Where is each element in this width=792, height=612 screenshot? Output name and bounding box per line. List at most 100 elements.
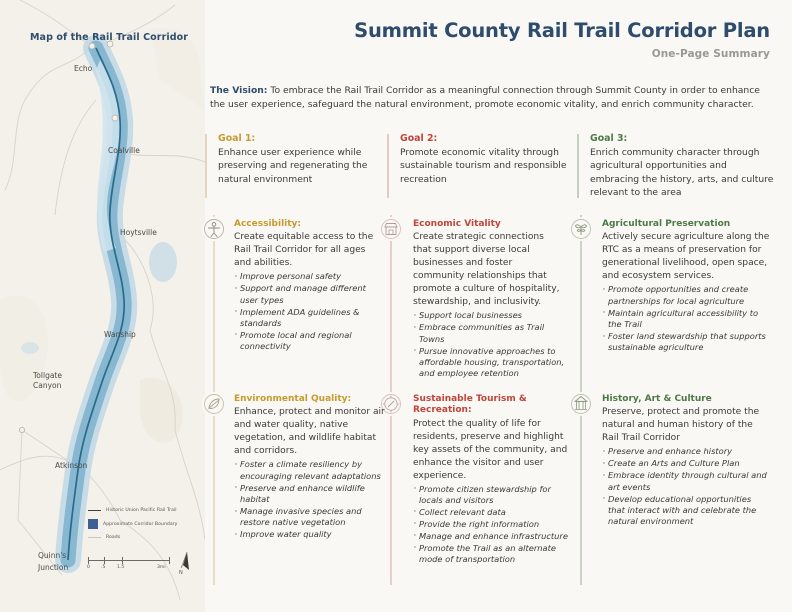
list-item: Improve water quality bbox=[234, 529, 389, 542]
legend-label-roads: Roads bbox=[106, 535, 121, 540]
goal-3: Goal 3: Enrich community character throu… bbox=[577, 133, 777, 200]
legend-label-trail: Historic Union Pacific Rail Trail bbox=[106, 508, 177, 513]
section-sustainable-tourism: Sustainable Tourism & Recreation: Protec… bbox=[413, 394, 568, 566]
map-label-hoytsville: Hoytsville bbox=[120, 228, 157, 237]
wheat-icon bbox=[569, 217, 593, 241]
section-body: Enhance, protect and monitor air and wat… bbox=[234, 407, 385, 457]
list-item: Develop educational opportunities that i… bbox=[602, 493, 770, 528]
page-subtitle: One-Page Summary bbox=[651, 48, 770, 61]
map-scalebar: 0 .5 1.5 3mi bbox=[87, 557, 170, 573]
goal-2-number: Goal 2: bbox=[400, 133, 438, 144]
section-body: Preserve, protect and promote the natura… bbox=[602, 407, 760, 444]
list-item: Manage and enhance infrastructure bbox=[413, 530, 568, 543]
legend-row-trail: Historic Union Pacific Rail Trail bbox=[88, 508, 200, 513]
goal-1-number: Goal 1: bbox=[218, 133, 256, 144]
section-bullets: Support local businesses Embrace communi… bbox=[413, 310, 565, 380]
vision-text: To embrace the Rail Trail Corridor as a … bbox=[210, 85, 760, 110]
list-item: Preserve and enhance history bbox=[602, 446, 770, 459]
map-label-echo: Echo bbox=[74, 64, 93, 73]
goal-2-text: Promote economic vitality through sustai… bbox=[400, 147, 567, 185]
map-label-atkinson: Atkinson bbox=[55, 461, 88, 470]
trail-line-swatch-icon bbox=[88, 510, 101, 511]
legend-label-corridor: Approximate Corridor Boundary bbox=[103, 521, 178, 527]
goal-2: Goal 2: Promote economic vitality throug… bbox=[387, 133, 577, 200]
list-item: Implement ADA guidelines & standards bbox=[234, 306, 384, 330]
map-label-wanship: Wanship bbox=[104, 330, 136, 339]
section-bullets: Promote opportunities and create partner… bbox=[602, 284, 770, 354]
section-economic-vitality: Economic Vitality Create strategic conne… bbox=[413, 219, 565, 380]
section-bullets: Improve personal safety Support and mana… bbox=[234, 271, 384, 353]
list-item: Preserve and enhance wildlife habitat bbox=[234, 482, 389, 506]
list-item: Promote opportunities and create partner… bbox=[602, 284, 770, 307]
vision-statement: The Vision: To embrace the Rail Trail Co… bbox=[210, 84, 775, 111]
scale-tick-0: 0 bbox=[87, 565, 90, 570]
map-label-canyon: Canyon bbox=[33, 381, 62, 390]
section-title: History, Art & Culture bbox=[602, 394, 712, 404]
scalebar-line bbox=[88, 557, 170, 564]
section-bullets: Promote citizen stewardship for locals a… bbox=[413, 483, 568, 566]
list-item: Promote local and regional connectivity bbox=[234, 329, 384, 353]
corridor-box-swatch-icon bbox=[88, 519, 98, 529]
legend-row-roads: Roads bbox=[88, 535, 200, 540]
list-item: Embrace identity through cultural and ar… bbox=[602, 470, 770, 493]
vision-label: The Vision: bbox=[210, 85, 268, 96]
map-title: Map of the Rail Trail Corridor bbox=[30, 32, 189, 43]
list-item: Create an Arts and Culture Plan bbox=[602, 458, 770, 471]
section-environmental-quality: Environmental Quality: Enhance, protect … bbox=[234, 394, 389, 542]
section-bullets: Foster a climate resiliency by encouragi… bbox=[234, 459, 389, 542]
goal-3-text: Enrich community character through agric… bbox=[590, 147, 774, 199]
list-item: Promote the Trail as an alternate mode o… bbox=[413, 542, 568, 566]
section-history-art-culture: History, Art & Culture Preserve, protect… bbox=[602, 394, 770, 528]
section-accessibility: Accessibility: Create equitable access t… bbox=[234, 219, 384, 353]
section-body: Create strategic connections that suppor… bbox=[413, 232, 560, 308]
map-panel: Map of the Rail Trail Corridor Echo Coal… bbox=[0, 0, 205, 612]
page-title: Summit County Rail Trail Corridor Plan bbox=[354, 19, 770, 42]
section-agricultural-preservation: Agricultural Preservation Actively secur… bbox=[602, 219, 770, 354]
monument-icon bbox=[569, 392, 593, 416]
list-item: Collect relevant data bbox=[413, 506, 568, 519]
map-label-junction: Junction bbox=[38, 563, 69, 572]
leaf-icon bbox=[202, 392, 226, 416]
map-legend: Historic Union Pacific Rail Trail Approx… bbox=[88, 508, 200, 546]
header: Summit County Rail Trail Corridor Plan O… bbox=[205, 19, 770, 61]
scale-tick-3: 3mi bbox=[157, 565, 166, 570]
section-title: Agricultural Preservation bbox=[602, 219, 731, 229]
goal-1: Goal 1: Enhance user experience while pr… bbox=[205, 133, 387, 200]
goal-1-text: Enhance user experience while preserving… bbox=[218, 147, 368, 185]
section-body: Create equitable access to the Rail Trai… bbox=[234, 232, 374, 269]
list-item: Foster land stewardship that supports su… bbox=[602, 331, 770, 354]
map-label-coalville: Coalville bbox=[108, 146, 140, 155]
legend-row-corridor: Approximate Corridor Boundary bbox=[88, 519, 200, 529]
section-title: Environmental Quality: bbox=[234, 394, 352, 404]
list-item: Maintain agricultural accessibility to t… bbox=[602, 307, 770, 331]
section-title: Economic Vitality bbox=[413, 219, 501, 229]
list-item: Manage invasive species and restore nati… bbox=[234, 506, 389, 529]
map-label-quinns: Quinn's bbox=[38, 551, 67, 560]
corridor-map bbox=[0, 0, 205, 612]
scalebar-labels: 0 .5 1.5 3mi bbox=[87, 565, 170, 573]
compass-icon bbox=[379, 392, 403, 416]
section-title: Sustainable Tourism & Recreation: bbox=[413, 394, 527, 416]
list-item: Support local businesses bbox=[413, 310, 565, 323]
goal-3-number: Goal 3: bbox=[590, 133, 628, 144]
scale-tick-2: 1.5 bbox=[117, 565, 125, 570]
accessibility-icon bbox=[202, 217, 226, 241]
section-title: Accessibility: bbox=[234, 219, 302, 229]
map-label-tollgate: Tollgate bbox=[33, 371, 62, 380]
road-line-swatch-icon bbox=[88, 537, 101, 538]
list-item: Promote citizen stewardship for locals a… bbox=[413, 483, 568, 507]
storefront-icon bbox=[379, 217, 403, 241]
list-item: Embrace communities as Trail Towns bbox=[413, 322, 565, 345]
list-item: Provide the right information bbox=[413, 518, 568, 531]
list-item: Pursue innovative approaches to affordab… bbox=[413, 345, 565, 380]
scale-tick-1: .5 bbox=[101, 565, 106, 570]
goals-row: Goal 1: Enhance user experience while pr… bbox=[205, 133, 777, 200]
list-item: Improve personal safety bbox=[234, 271, 384, 284]
section-body: Actively secure agriculture along the RT… bbox=[602, 232, 770, 282]
section-bullets: Preserve and enhance history Create an A… bbox=[602, 446, 770, 528]
north-arrow-icon bbox=[180, 552, 189, 570]
list-item: Support and manage different user types bbox=[234, 283, 384, 306]
north-label: N bbox=[179, 570, 183, 576]
list-item: Foster a climate resiliency by encouragi… bbox=[234, 459, 389, 482]
